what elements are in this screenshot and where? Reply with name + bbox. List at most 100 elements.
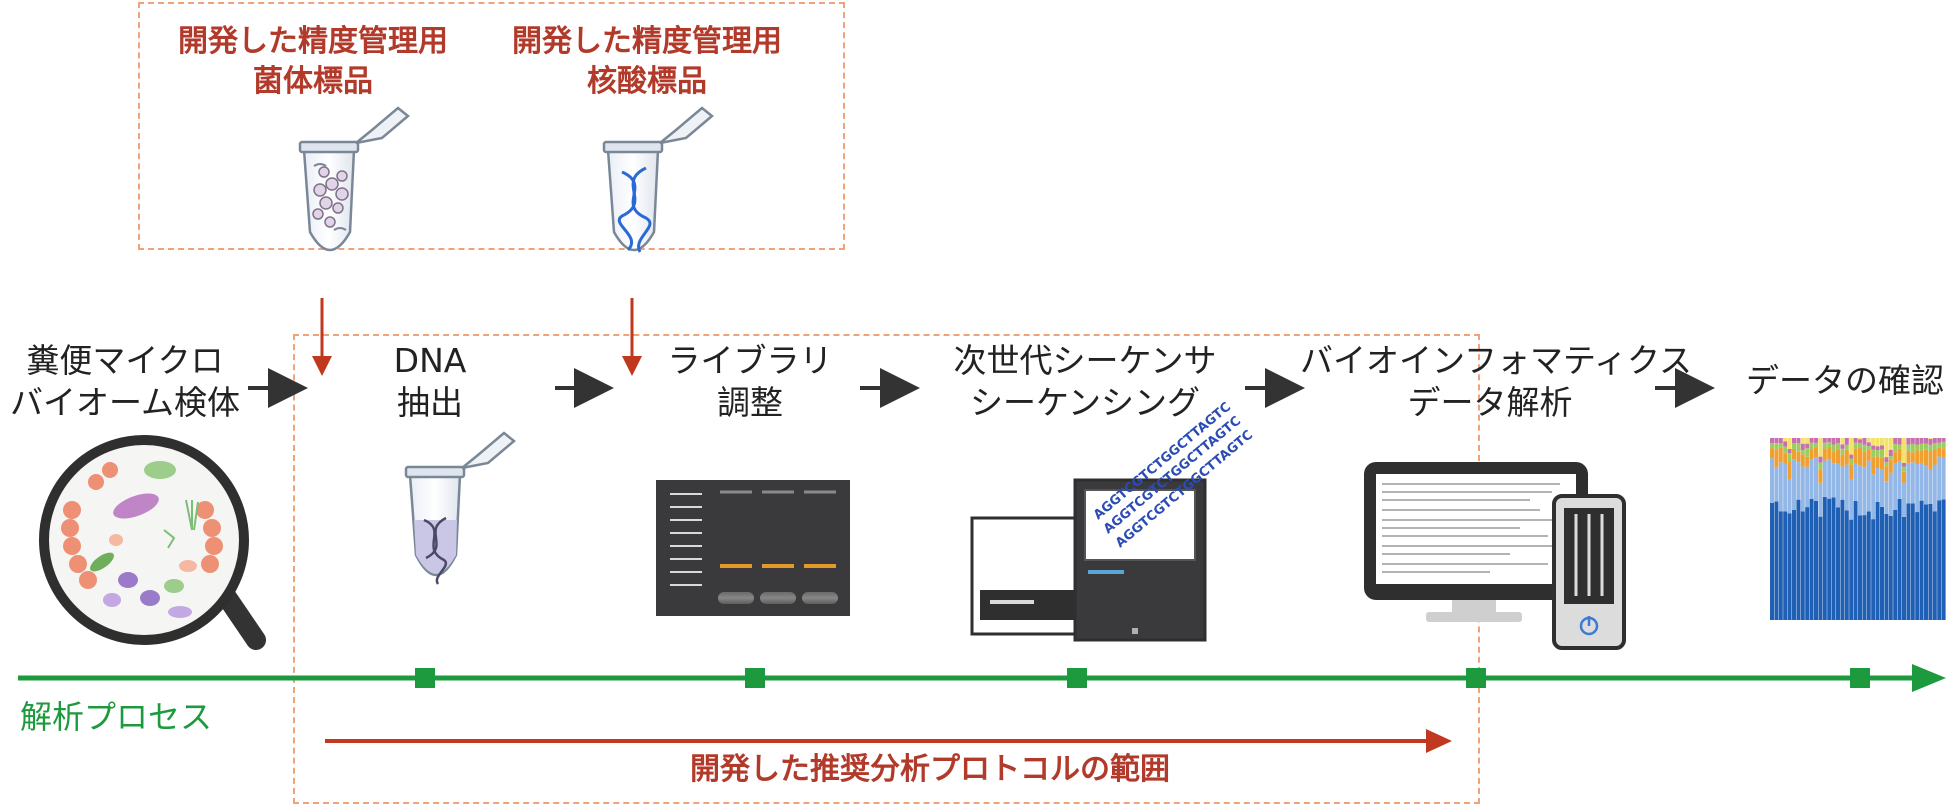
composition-bar-segment [1866,450,1871,461]
bacterial-standard-line1: 開発した精度管理用 [178,24,448,59]
composition-bar-segment [1915,464,1920,513]
composition-bar-segment [1866,442,1871,447]
protocol-range-arrow [325,729,1452,753]
composition-bar-segment [1796,462,1801,500]
step-sample-line2: バイオーム検体 [9,383,240,422]
composition-bar-segment [1866,511,1871,620]
composition-bar-segment [1888,456,1893,460]
composition-bar-segment [1774,467,1779,502]
step-library-line1: ライブラリ [667,341,833,380]
composition-bar-segment [1888,449,1893,457]
bacterial-standard-label: 開発した精度管理用 菌体標品 [168,22,458,102]
composition-bar-segment [1915,438,1920,445]
nucleic-acid-standard-line2: 核酸標品 [587,64,707,99]
composition-bar-segment [1919,450,1924,463]
composition-bar-segment [1805,438,1810,444]
composition-bar-segment [1919,500,1924,620]
composition-bar-segment [1932,464,1937,512]
step-sequencing-line1: 次世代シーケンサ [953,341,1217,380]
step-sequencing-line2: シーケンシング [969,383,1200,422]
composition-bar-segment [1906,462,1911,504]
composition-bar-segment [1902,482,1906,517]
composition-bar-segment [1871,519,1876,620]
composition-bar-segment [1941,441,1946,449]
bacterial-tube-icon [298,106,410,252]
sequencer-icon: AGGTCGTCTGGCTTAGTC AGGTCGTCTGGCTTAGTC AG… [970,400,1256,642]
nucleic-acid-standard-line1: 開発した精度管理用 [512,24,782,59]
composition-bar-segment [1770,502,1774,620]
step-sample-line1: 糞便マイクロ [26,341,224,380]
composition-bar-segment [1831,452,1836,464]
composition-bar-segment [1928,503,1933,620]
step-bioinformatics-line1: バイオインフォマティクス [1300,341,1693,380]
composition-bar-segment [1902,438,1906,463]
composition-bar-segment [1778,447,1783,463]
composition-bar-segment [1849,454,1854,459]
composition-bar-segment [1884,513,1889,620]
composition-bar-segment [1800,438,1805,444]
composition-bar-segment [1778,511,1783,620]
composition-bar-segment [1840,438,1845,445]
composition-bar-segment [1866,446,1871,450]
composition-bar-segment [1875,438,1880,447]
composition-bar-segment [1897,438,1902,445]
composition-bar-segment [1862,467,1867,516]
composition-bar-segment [1888,515,1893,620]
composition-bar-segment [1858,439,1862,443]
composition-bar-segment [1822,448,1827,461]
composition-bar-segment [1836,449,1840,464]
composition-bar-segment [1809,449,1814,460]
composition-bar-segment [1840,448,1845,455]
composition-bar-segment [1928,438,1933,439]
composition-bar-segment [1844,510,1849,620]
composition-bar-segment [1792,459,1796,510]
composition-bar-segment [1836,442,1840,450]
composition-bar-segment [1910,443,1915,453]
composition-bar-segment [1880,449,1884,458]
composition-bar-segment [1849,479,1854,520]
composition-bar-segment [1818,438,1823,457]
composition-bar-segment [1858,448,1862,466]
composition-bar-segment [1796,451,1801,463]
composition-bar-segment [1880,469,1884,507]
step-sequencing: 次世代シーケンサ シーケンシング [935,340,1235,424]
composition-bar-segment [1888,459,1893,473]
composition-bar-segment [1853,448,1858,464]
composition-bar-segment [1941,499,1946,620]
composition-bar-segment [1932,438,1937,443]
composition-bar-segment [1937,442,1942,448]
step-dna-line2: 抽出 [397,383,463,422]
composition-bar-segment [1928,451,1933,470]
gel-electrophoresis-icon [656,480,850,616]
composition-bar-segment [1836,507,1840,620]
composition-bar-segment [1919,438,1924,444]
composition-chart-icon [1770,438,1946,620]
composition-bar-segment [1902,462,1906,467]
step-library-line2: 調整 [717,383,783,422]
composition-bar-segment [1871,438,1876,446]
composition-bar-segment [1875,456,1880,469]
composition-bar-segment [1849,519,1854,620]
timeline-marker-4 [1466,668,1486,688]
composition-bar-segment [1871,457,1876,475]
composition-bar-segment [1844,464,1849,511]
microbiome-magnifier-icon [39,435,266,650]
composition-bar-segment [1871,474,1876,520]
composition-bar-segment [1893,509,1898,620]
composition-bar-segment [1919,462,1924,501]
composition-bar-segment [1778,443,1783,448]
composition-bar-segment [1800,454,1805,467]
composition-bar-segment [1831,438,1836,445]
composition-bar-segment [1853,438,1858,443]
composition-bar-segment [1783,446,1788,454]
red-arrow-nucleic [622,298,642,376]
composition-bar-segment [1792,438,1796,444]
composition-bar-segment [1928,444,1933,452]
composition-bar-segment [1805,456,1810,467]
composition-bar-segment [1897,444,1902,449]
step-bioinformatics-line2: データ解析 [1407,383,1573,422]
composition-bar-segment [1805,466,1810,508]
composition-bar-segment [1787,513,1792,620]
composition-bar-segment [1827,459,1832,499]
composition-bar-segment [1814,442,1818,448]
